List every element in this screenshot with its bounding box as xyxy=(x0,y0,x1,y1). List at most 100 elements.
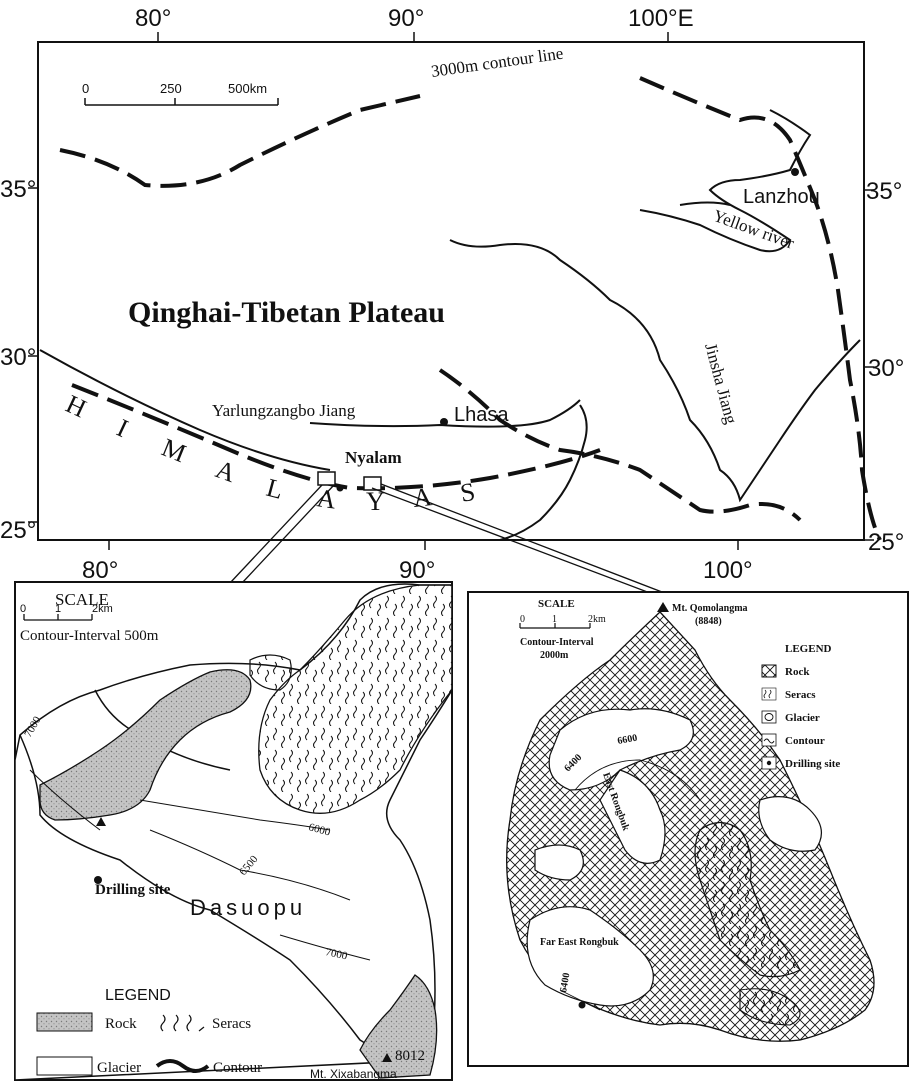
legend-seracs-swatch xyxy=(761,687,777,701)
dasuopu-rock-south xyxy=(359,974,438,1079)
dasuopu-inset: SCALE 0 1 2km Contour-Interval 500m 7000… xyxy=(14,581,453,1081)
legend-rock-label: Rock xyxy=(105,1016,137,1032)
rongbuk-locator xyxy=(363,476,382,491)
xixabangma-triangle-icon xyxy=(382,1053,392,1062)
far-east-rongbuk-label: Far East Rongbuk xyxy=(540,937,619,948)
bottom-lon-tick: 100° xyxy=(703,557,753,584)
dasuopu-scale-tick: 0 xyxy=(20,603,26,615)
scale-tick-label: 500km xyxy=(228,81,267,96)
drilling-site-label: Drilling site xyxy=(95,882,171,898)
summit-triangle-icon xyxy=(96,817,106,826)
rongbuk-contour-interval-value: 2000m xyxy=(540,650,569,661)
legend-contour-swatch xyxy=(761,733,777,747)
dasuopu-ridge xyxy=(19,734,421,1055)
contour-line xyxy=(574,759,701,801)
legend-glacier-label: Glacier xyxy=(785,712,820,724)
left-lat-tick: 35° xyxy=(0,176,36,203)
scale-tick-label: 0 xyxy=(82,81,89,96)
himalaya-dashed-line xyxy=(71,383,601,491)
contour-label: 6600 xyxy=(617,733,639,747)
right-lat-tick: 30° xyxy=(868,355,904,382)
rongbuk-drilling-site-dot xyxy=(578,1001,586,1009)
legend-title: LEGEND xyxy=(105,987,171,1004)
overview-map: 80° 90° 100°E 80° 90° 100° 35° 30° 25° 3… xyxy=(0,5,904,584)
dasuopu-scale-tick: 1 xyxy=(55,603,61,615)
legend-glacier-label: Glacier xyxy=(97,1060,141,1076)
contour-line xyxy=(149,829,351,901)
contour-line xyxy=(279,934,371,961)
bottom-lon-tick: 90° xyxy=(399,557,435,584)
dasuopu-scale-title: SCALE xyxy=(55,590,109,609)
rongbuk-scale-tick: 1 xyxy=(552,614,557,625)
rongbuk-glacier-far-east xyxy=(526,906,654,1007)
contour-label: 7000 xyxy=(324,946,349,962)
nyalam-dot xyxy=(336,484,344,492)
legend-seracs-label: Seracs xyxy=(785,689,816,701)
top-lon-tick: 100°E xyxy=(628,5,694,32)
rongbuk-seracs-small xyxy=(739,988,801,1026)
himalaya-letter: L xyxy=(263,473,286,505)
dasuopu-scale-tick: 2km xyxy=(92,603,113,615)
rongbuk-seracs xyxy=(694,821,801,978)
rongbuk-glacier xyxy=(758,796,822,852)
right-lat-tick: 25° xyxy=(868,529,904,556)
lhasa-dot xyxy=(440,418,448,426)
contour-line xyxy=(559,989,601,1011)
xixabangma-elevation: 8012 xyxy=(395,1048,425,1064)
yellow-river-tributary xyxy=(679,201,731,206)
rongbuk-inset: SCALE 0 1 2km Contour-Interval 2000m Mt.… xyxy=(467,591,909,1067)
yarlung-river xyxy=(309,399,581,428)
jinsha-river xyxy=(449,239,861,503)
himalaya-letter: Y xyxy=(366,487,385,516)
dasuopu-seracs-small xyxy=(249,654,292,691)
legend-rock-swatch xyxy=(761,664,777,678)
contour-label: 6400 xyxy=(558,972,572,994)
legend-contour-label: Contour xyxy=(213,1060,262,1076)
contour-line xyxy=(29,769,101,831)
overview-frame xyxy=(37,41,865,541)
overview-scale-bar: 0 250 500km xyxy=(82,81,279,106)
himalaya-letter: S xyxy=(458,477,477,508)
lhasa-label: Lhasa xyxy=(454,404,509,426)
rongbuk-glacier xyxy=(534,844,584,881)
scale-tick-label: 250 xyxy=(160,81,182,96)
legend-seracs-label: Seracs xyxy=(212,1016,251,1032)
contour-label: 6000 xyxy=(307,821,332,838)
dasuopu-contour-interval: Contour-Interval 500m xyxy=(20,628,159,644)
legend-rock-label: Rock xyxy=(785,666,810,678)
plateau-title: Qinghai-Tibetan Plateau xyxy=(128,296,445,329)
lanzhou-dot xyxy=(791,168,799,176)
legend-drilling-site-swatch xyxy=(761,756,777,770)
bottom-lon-tick: 80° xyxy=(82,557,118,584)
rongbuk-scale-tick: 2km xyxy=(588,614,606,625)
yellow-river xyxy=(639,109,812,253)
contour-3000m-line xyxy=(59,76,882,541)
himalaya-letter: A xyxy=(315,483,338,514)
qomolangma-elevation: (8848) xyxy=(695,616,722,627)
top-lon-tick: 80° xyxy=(135,5,171,32)
rongbuk-glacier xyxy=(599,769,666,864)
left-lat-tick: 25° xyxy=(0,517,36,544)
rongbuk-contour-interval: Contour-Interval xyxy=(520,637,594,648)
contour-line xyxy=(139,799,331,831)
top-lon-tick: 90° xyxy=(388,5,424,32)
left-lat-tick: 30° xyxy=(0,344,36,371)
connector-lines xyxy=(229,483,663,594)
dasuopu-glacier-name: Dasuopu xyxy=(190,895,306,920)
qomolangma-name: Mt. Qomolangma xyxy=(672,603,748,614)
legend-title: LEGEND xyxy=(785,643,832,655)
rongbuk-scale-tick: 0 xyxy=(520,614,525,625)
lon-tick-marks xyxy=(28,32,874,550)
xixabangma-name: Mt. Xixabangma xyxy=(310,1067,397,1081)
legend-drilling-site-label: Drilling site xyxy=(785,758,840,770)
dasuopu-seracs xyxy=(258,584,452,814)
legend-contour-swatch xyxy=(155,1059,210,1073)
legend-seracs-swatch xyxy=(160,1014,205,1032)
himalaya-solid-edge xyxy=(39,349,331,471)
qomolangma-triangle-icon xyxy=(657,602,669,612)
yarlung-label: Yarlungzangbo Jiang xyxy=(212,401,356,420)
rongbuk-glacier xyxy=(548,708,694,791)
dasuopu-locator xyxy=(317,471,336,486)
brahmaputra-bend xyxy=(499,404,588,541)
